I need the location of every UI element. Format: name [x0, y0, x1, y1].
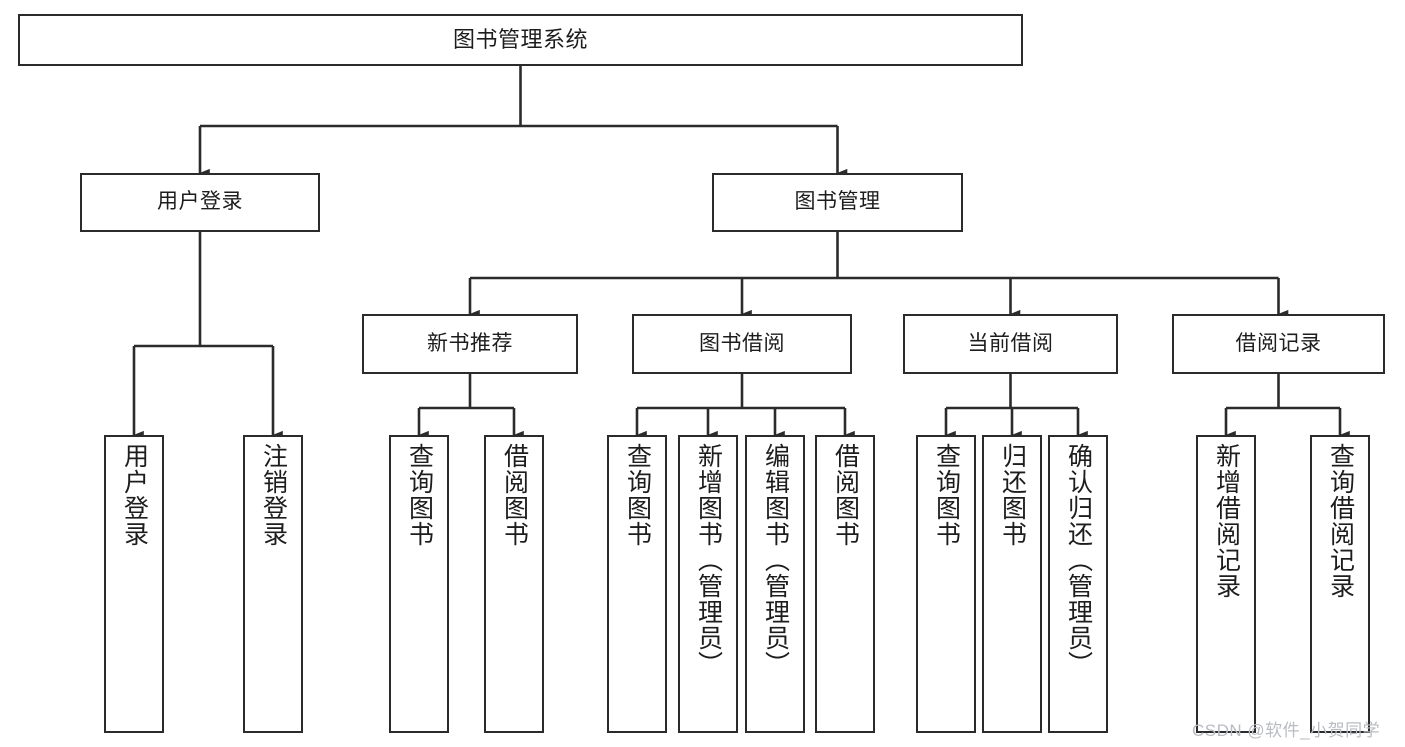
- node-leaf1[interactable]: 用户登录: [104, 435, 164, 733]
- node-label: 借阅记录: [1235, 331, 1322, 355]
- node-root[interactable]: 图书管理系统: [18, 14, 1023, 66]
- node-leaf12[interactable]: 新增借阅记录: [1196, 435, 1256, 733]
- node-leaf2[interactable]: 注销登录: [243, 435, 303, 733]
- node-leaf8[interactable]: 借阅图书: [815, 435, 875, 733]
- node-leaf6[interactable]: 新增图书（管理员）: [678, 435, 738, 733]
- node-label: 借阅图书: [831, 443, 860, 547]
- node-borrow[interactable]: 图书借阅: [632, 314, 852, 374]
- node-leaf9[interactable]: 查询图书: [916, 435, 976, 733]
- node-login[interactable]: 用户登录: [80, 173, 320, 232]
- node-leaf7[interactable]: 编辑图书（管理员）: [745, 435, 805, 733]
- node-label: 确认归还（管理员）: [1064, 443, 1093, 677]
- node-leaf13[interactable]: 查询借阅记录: [1310, 435, 1370, 733]
- node-label: 归还图书: [998, 443, 1027, 547]
- node-label: 图书管理系统: [452, 27, 588, 53]
- node-records[interactable]: 借阅记录: [1172, 314, 1385, 374]
- node-leaf10[interactable]: 归还图书: [982, 435, 1042, 733]
- node-newbooks[interactable]: 新书推荐: [362, 314, 578, 374]
- node-label: 用户登录: [157, 190, 243, 214]
- node-label: 当前借阅: [967, 331, 1054, 355]
- node-label: 图书管理: [794, 190, 881, 214]
- node-leaf5[interactable]: 查询图书: [607, 435, 667, 733]
- node-label: 新增图书（管理员）: [694, 443, 723, 677]
- node-label: 新书推荐: [427, 331, 513, 355]
- node-label: 新增借阅记录: [1212, 443, 1241, 599]
- node-label: 图书借阅: [699, 331, 785, 355]
- node-leaf3[interactable]: 查询图书: [389, 435, 449, 733]
- node-label: 编辑图书（管理员）: [761, 443, 790, 677]
- node-label: 查询图书: [932, 443, 961, 547]
- node-label: 借阅图书: [500, 443, 529, 547]
- node-current[interactable]: 当前借阅: [903, 314, 1118, 374]
- node-leaf11[interactable]: 确认归还（管理员）: [1048, 435, 1108, 733]
- node-label: 注销登录: [259, 443, 288, 547]
- node-label: 用户登录: [120, 443, 149, 547]
- node-label: 查询图书: [623, 443, 652, 547]
- node-bookmgmt[interactable]: 图书管理: [712, 173, 963, 232]
- node-label: 查询图书: [405, 443, 434, 547]
- node-label: 查询借阅记录: [1326, 443, 1355, 599]
- node-leaf4[interactable]: 借阅图书: [484, 435, 544, 733]
